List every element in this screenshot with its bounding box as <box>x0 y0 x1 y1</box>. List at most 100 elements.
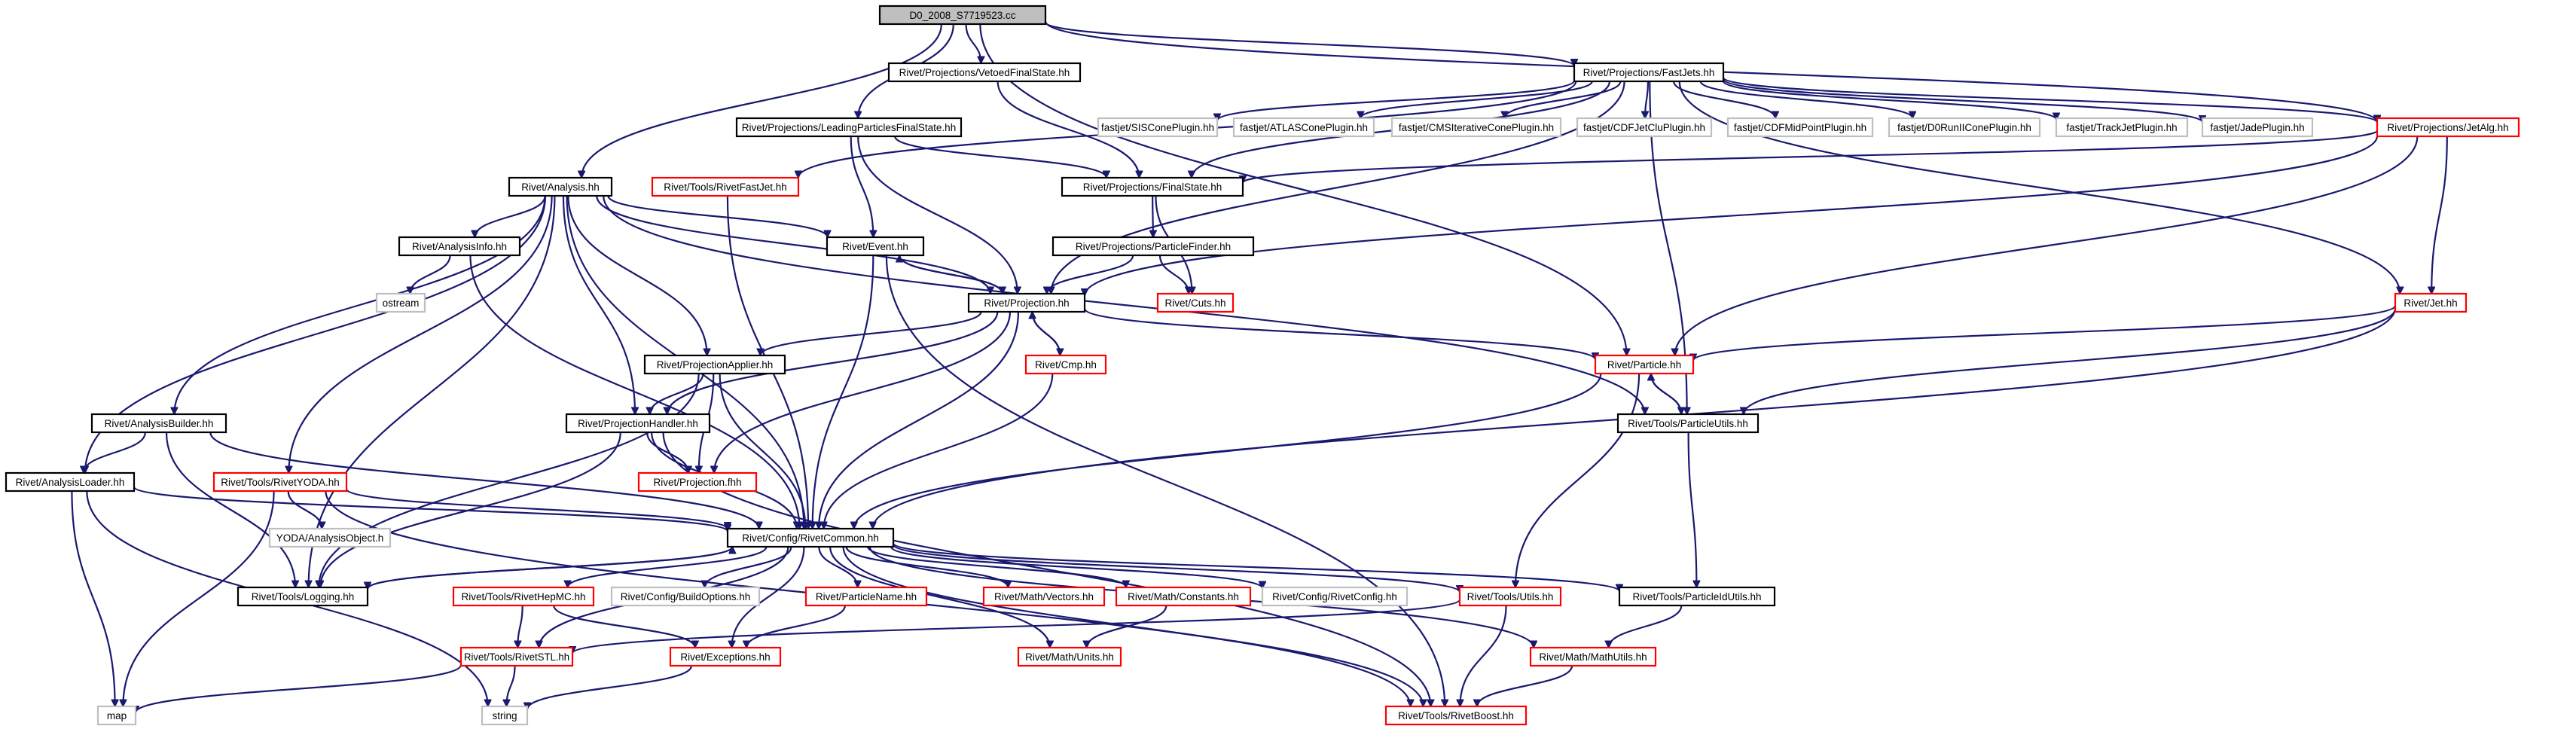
node-cuts[interactable]: Rivet/Cuts.hh <box>1156 292 1235 313</box>
edge-particle-to-rivetcommon <box>854 373 1602 529</box>
node-box <box>610 586 761 607</box>
edge-pidutils-to-mathutils <box>1609 605 1683 648</box>
node-cdfclu: fastjet/CDFJetCluPlugin.hh <box>1576 117 1713 138</box>
edge-lpfs-to-event <box>850 136 874 237</box>
node-root[interactable]: D0_2008_S7719523.cc <box>878 5 1047 26</box>
node-box <box>398 236 521 257</box>
node-label: Rivet/Projections/VetoedFinalState.hh <box>899 67 1070 78</box>
node-rivetfastjet[interactable]: Rivet/Tools/RivetFastJet.hh <box>651 176 800 197</box>
node-logging[interactable]: Rivet/Tools/Logging.hh <box>237 586 369 607</box>
node-box <box>1616 413 1760 434</box>
node-projapplier[interactable]: Rivet/ProjectionApplier.hh <box>643 354 786 375</box>
node-label: Rivet/AnalysisLoader.hh <box>16 477 125 488</box>
node-label: Rivet/Tools/ParticleUtils.hh <box>1628 418 1748 429</box>
edge-analysis-to-logging <box>309 195 556 587</box>
edge-abuilder-to-logging <box>165 432 295 587</box>
node-rivetcommon[interactable]: Rivet/Config/RivetCommon.hh <box>726 527 895 548</box>
node-label: Rivet/Tools/RivetHepMC.hh <box>461 591 585 602</box>
node-jet[interactable]: Rivet/Jet.hh <box>2394 292 2468 313</box>
node-particle[interactable]: Rivet/Particle.hh <box>1594 354 1695 375</box>
node-cmp[interactable]: Rivet/Cmp.hh <box>1024 354 1107 375</box>
node-label: Rivet/Cmp.hh <box>1035 359 1097 371</box>
node-hepmc[interactable]: Rivet/Tools/RivetHepMC.hh <box>452 586 595 607</box>
node-exceptions[interactable]: Rivet/Exceptions.hh <box>669 646 782 667</box>
node-aloader[interactable]: Rivet/AnalysisLoader.hh <box>5 471 136 493</box>
node-box <box>90 413 227 434</box>
node-pfinder[interactable]: Rivet/Projections/ParticleFinder.hh <box>1051 236 1255 257</box>
node-box <box>1051 236 1255 257</box>
node-label: Rivet/ParticleName.hh <box>816 591 917 602</box>
node-rivetyoda[interactable]: Rivet/Tools/RivetYODA.hh <box>212 471 348 493</box>
node-box <box>1061 176 1244 197</box>
node-projfhh[interactable]: Rivet/Projection.fhh <box>637 471 758 493</box>
node-units[interactable]: Rivet/Math/Units.hh <box>1017 646 1122 667</box>
node-box <box>96 705 137 726</box>
node-box <box>735 117 963 138</box>
node-d0run2: fastjet/D0RunIIConePlugin.hh <box>1888 117 2041 138</box>
node-jade: fastjet/JadePlugin.hh <box>2201 117 2314 138</box>
node-box <box>1888 117 2041 138</box>
node-jetalg[interactable]: Rivet/Projections/JetAlg.hh <box>2376 117 2520 138</box>
node-trackjet: fastjet/TrackJetPlugin.hh <box>2055 117 2189 138</box>
edge-analysis-to-rivetyoda <box>288 195 553 473</box>
node-projection[interactable]: Rivet/Projection.hh <box>967 292 1086 313</box>
edge-utils-to-stl <box>572 599 1461 654</box>
node-analysisinfo[interactable]: Rivet/AnalysisInfo.hh <box>398 236 521 257</box>
edge-putils-to-particle <box>1651 374 1683 415</box>
node-lpfs[interactable]: Rivet/Projections/LeadingParticlesFinalS… <box>735 117 963 138</box>
edge-hepmc-to-stl <box>517 605 523 648</box>
node-boost[interactable]: Rivet/Tools/RivetBoost.hh <box>1384 705 1528 726</box>
edge-analysis-to-projhandler <box>562 195 635 414</box>
node-map: map <box>96 705 137 726</box>
node-finalstate[interactable]: Rivet/Projections/FinalState.hh <box>1061 176 1244 197</box>
node-layer: D0_2008_S7719523.ccRivet/Projections/Vet… <box>5 5 2520 726</box>
edge-jet-to-particle <box>1693 304 2397 361</box>
node-pname[interactable]: Rivet/ParticleName.hh <box>804 586 928 607</box>
edge-rivetcommon-to-pname <box>818 546 857 587</box>
edge-fastjets-to-jetalg <box>1722 76 2377 124</box>
node-box <box>2394 292 2468 313</box>
node-label: fastjet/D0RunIIConePlugin.hh <box>1897 122 2031 133</box>
node-stl[interactable]: Rivet/Tools/RivetSTL.hh <box>459 646 574 667</box>
node-box <box>237 586 369 607</box>
edge-cmp-to-projection <box>1033 312 1061 356</box>
edge-stl-to-map <box>136 664 462 712</box>
edge-analysis-to-projection <box>596 195 990 294</box>
node-vfs[interactable]: Rivet/Projections/VetoedFinalState.hh <box>887 62 1082 83</box>
node-mathutils[interactable]: Rivet/Math/MathUtils.hh <box>1529 646 1657 667</box>
node-projhandler[interactable]: Rivet/ProjectionHandler.hh <box>565 413 711 434</box>
node-label: Rivet/AnalysisBuilder.hh <box>105 418 214 429</box>
node-putils[interactable]: Rivet/Tools/ParticleUtils.hh <box>1616 413 1760 434</box>
node-pidutils[interactable]: Rivet/Tools/ParticleIdUtils.hh <box>1618 586 1776 607</box>
node-utils[interactable]: Rivet/Tools/Utils.hh <box>1458 586 1562 607</box>
node-rivetconfig: Rivet/Config/RivetConfig.hh <box>1261 586 1409 607</box>
node-fastjets[interactable]: Rivet/Projections/FastJets.hh <box>1573 62 1725 83</box>
edge-analysis-to-projapplier <box>567 195 707 355</box>
node-box <box>268 527 392 548</box>
edge-analysisinfo-to-ostream <box>410 255 451 294</box>
node-label: Rivet/Tools/RivetFastJet.hh <box>664 181 787 193</box>
edge-rivetcommon-to-utils <box>892 544 1460 593</box>
edge-projection-to-rivetcommon <box>819 311 1020 529</box>
edge-pfinder-to-cuts <box>1158 255 1189 294</box>
node-label: string <box>492 710 517 721</box>
node-analysis[interactable]: Rivet/Analysis.hh <box>508 176 613 197</box>
edge-analysis-to-analysisinfo <box>475 195 546 237</box>
node-box <box>1024 354 1107 375</box>
node-label: Rivet/Cuts.hh <box>1164 297 1225 309</box>
node-box <box>459 646 574 667</box>
edge-analysis-to-putils <box>603 195 1645 414</box>
edge-rivetcommon-to-pidutils <box>892 542 1619 593</box>
edge-rivetcommon-to-buildopts <box>705 546 792 587</box>
node-abuilder[interactable]: Rivet/AnalysisBuilder.hh <box>90 413 227 434</box>
node-label: Rivet/Projections/LeadingParticlesFinalS… <box>742 122 956 133</box>
node-constants[interactable]: Rivet/Math/Constants.hh <box>1115 586 1252 607</box>
edge-jet-to-putils <box>1744 308 2397 414</box>
edge-aloader-to-rivetcommon <box>133 486 728 532</box>
node-vectors[interactable]: Rivet/Math/Vectors.hh <box>982 586 1106 607</box>
node-box <box>508 176 613 197</box>
node-event[interactable]: Rivet/Event.hh <box>826 236 925 257</box>
node-string: string <box>481 705 529 726</box>
node-box <box>1529 646 1657 667</box>
